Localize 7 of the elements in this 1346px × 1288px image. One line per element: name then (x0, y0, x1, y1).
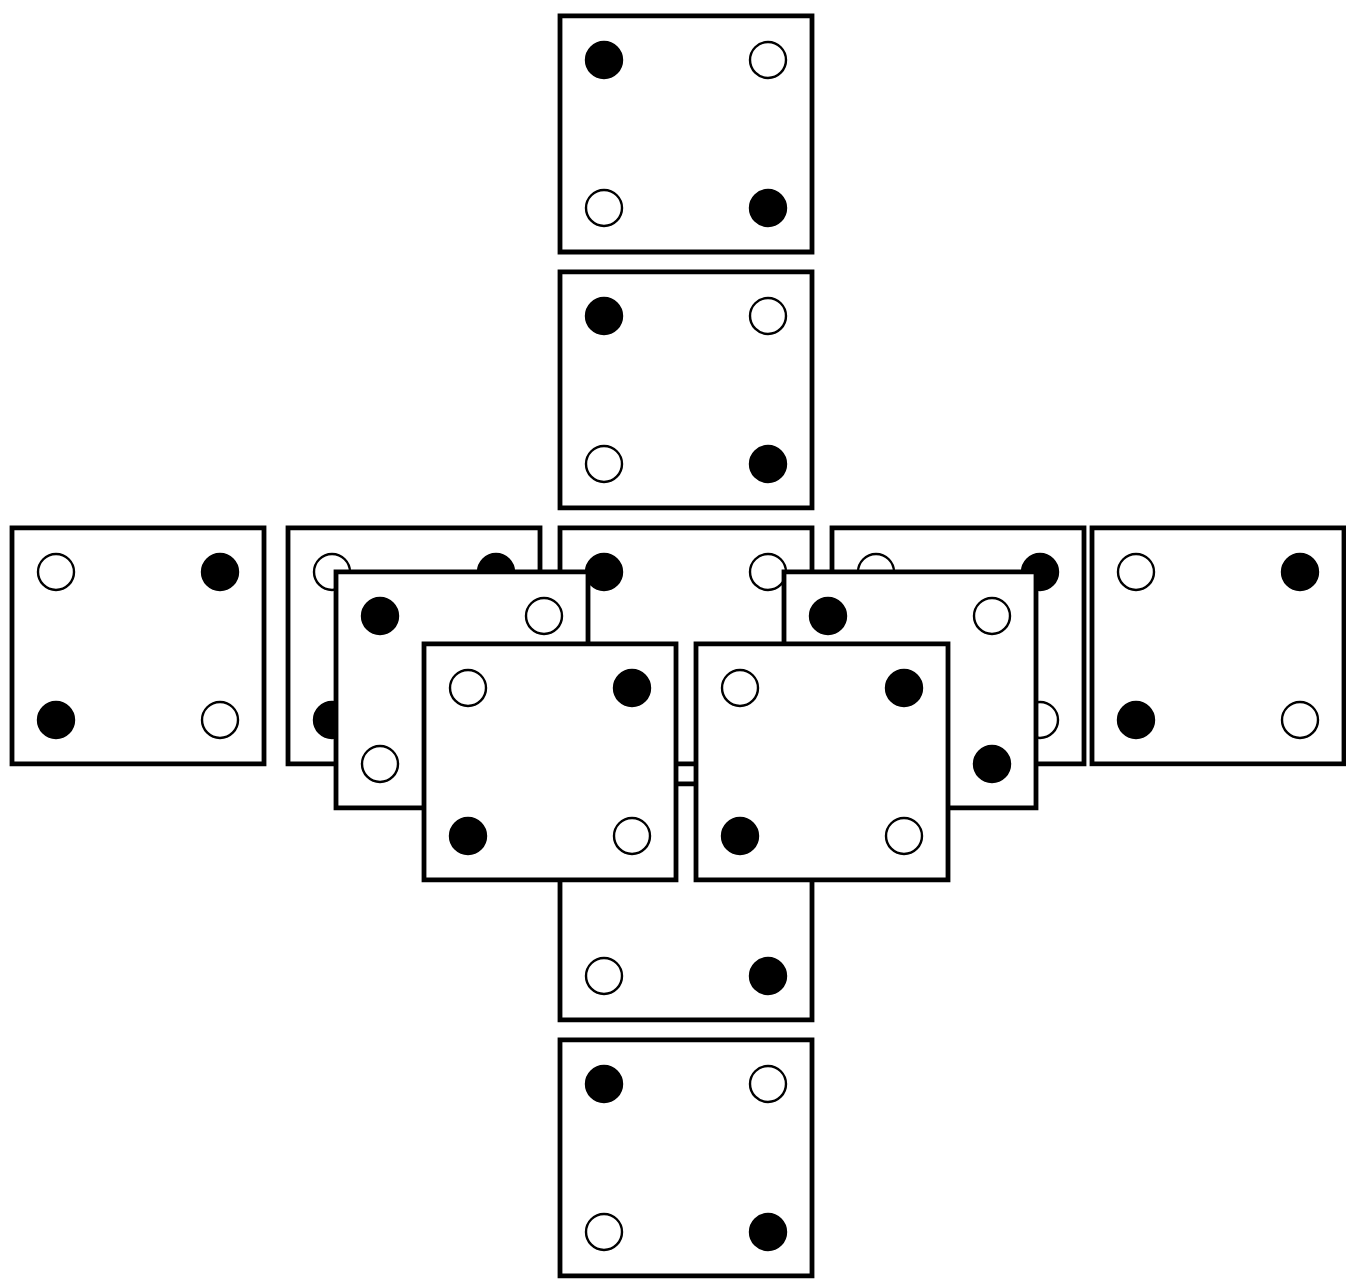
dotted-square (9, 525, 267, 767)
dotted-square (1089, 525, 1346, 767)
dotted-square (557, 13, 815, 255)
dotted-square (421, 641, 679, 883)
dotted-square (557, 269, 815, 511)
dotted-square (557, 1037, 815, 1279)
dotted-square (693, 641, 951, 883)
